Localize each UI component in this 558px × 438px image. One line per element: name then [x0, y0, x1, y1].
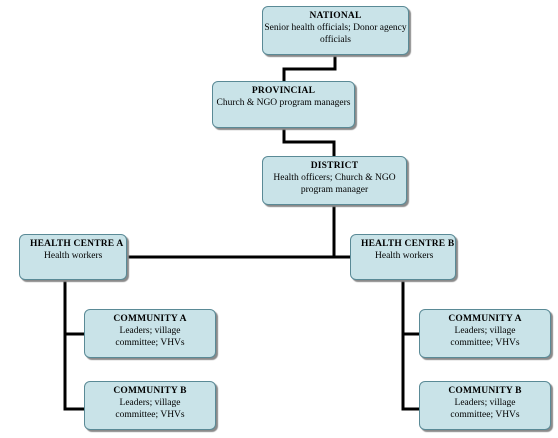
node-community-b-right-text: Leaders; village committee; VHVs	[450, 398, 520, 420]
node-community-a-left-text: Leaders; village committee; VHVs	[115, 326, 185, 348]
node-health-centre-a-text: Health workers	[44, 251, 103, 261]
connector-provincial-district	[282, 127, 336, 159]
node-community-a-left: COMMUNITY A Leaders; village committee; …	[84, 309, 216, 358]
node-health-centre-b-title: HEALTH CENTRE B	[361, 239, 455, 249]
node-national-title: NATIONAL	[309, 11, 362, 21]
node-provincial: PROVINCIAL Church & NGO program managers	[212, 81, 355, 128]
node-national: NATIONAL Senior health officials; Donor …	[262, 6, 409, 55]
node-national-text: Senior health officials; Donor agency of…	[264, 23, 407, 45]
node-community-b-left-title: COMMUNITY B	[113, 386, 187, 396]
node-community-b-right-title: COMMUNITY B	[448, 386, 522, 396]
node-provincial-title: PROVINCIAL	[251, 86, 316, 96]
node-health-centre-b-text: Health workers	[375, 251, 434, 261]
node-community-a-right: COMMUNITY A Leaders; village committee; …	[419, 309, 551, 358]
node-community-b-right: COMMUNITY B Leaders; village committee; …	[419, 381, 551, 430]
node-district-text: Health officers; Church & NGO program ma…	[273, 173, 396, 195]
node-health-centre-a-title: HEALTH CENTRE A	[30, 239, 124, 249]
node-health-centre-a: HEALTH CENTRE A Health workers	[19, 234, 127, 280]
node-community-a-right-title: COMMUNITY A	[448, 314, 522, 324]
node-community-b-left: COMMUNITY B Leaders; village committee; …	[84, 381, 216, 430]
node-district: DISTRICT Health officers; Church & NGO p…	[262, 156, 407, 205]
node-community-a-right-text: Leaders; village committee; VHVs	[450, 326, 520, 348]
node-district-title: DISTRICT	[310, 161, 359, 171]
node-health-centre-b: HEALTH CENTRE B Health workers	[350, 234, 456, 280]
node-community-a-left-title: COMMUNITY A	[113, 314, 187, 324]
connector-national-provincial	[282, 54, 337, 84]
node-community-b-left-text: Leaders; village committee; VHVs	[115, 398, 185, 420]
node-provincial-text: Church & NGO program managers	[216, 98, 351, 108]
